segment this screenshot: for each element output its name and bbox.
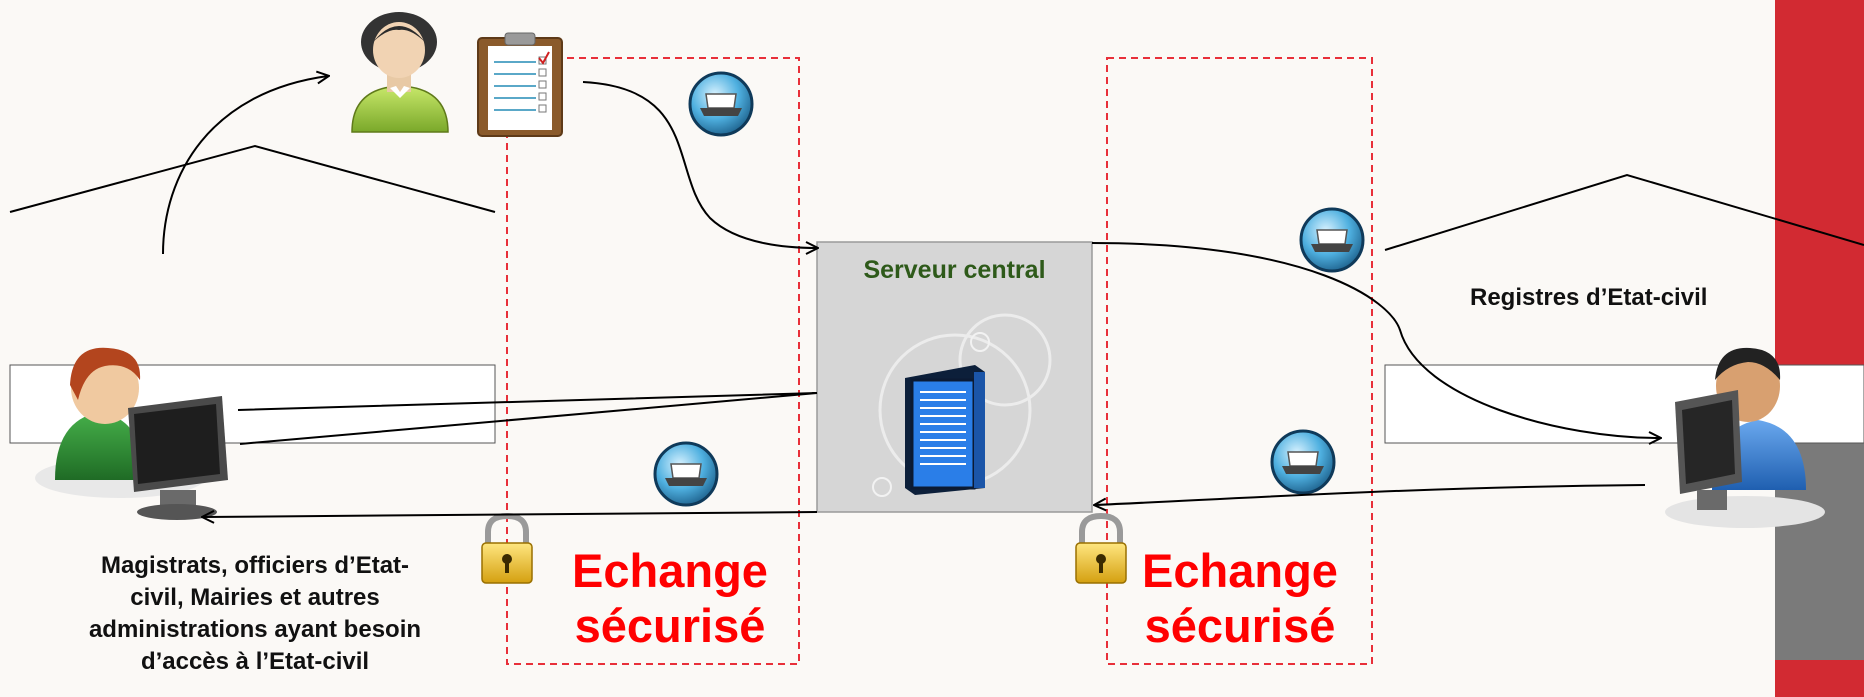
padlock-icon-right [1075, 512, 1127, 584]
secure-exchange-label-right: Echange sécurisé [1110, 543, 1370, 653]
user-at-computer-icon-right [1665, 347, 1825, 528]
arrow-clipboard-to-server [582, 81, 817, 248]
arrow-registry-to-server [1095, 484, 1646, 505]
laptop-badge-icon-2 [1299, 207, 1365, 273]
user-at-computer-icon-left [35, 347, 228, 520]
arrow-users-to-clipboard-person [162, 76, 328, 255]
users-caption: Magistrats, officiers d’Etat- civil, Mai… [20, 550, 490, 678]
server-rack-icon [905, 365, 985, 495]
arrow-server-to-registry [1091, 242, 1660, 438]
users-caption-line: administrations ayant besoin [88, 616, 422, 643]
laptop-badge-icon-1 [688, 71, 754, 137]
arrow-server-to-users [203, 512, 818, 517]
wall-right [1384, 364, 1864, 444]
secure-zone-right [1106, 57, 1373, 665]
secure-label-line2: sécurisé [1144, 599, 1336, 652]
secure-label-line1: Echange [1142, 544, 1338, 597]
connector-users-to-server [237, 392, 818, 445]
registry-label: Registres d’Etat-civil [1470, 284, 1708, 311]
secure-zone-left [506, 57, 800, 665]
secure-label-line1: Echange [572, 544, 768, 597]
person-with-clipboard-icon [351, 12, 449, 133]
users-caption-line: civil, Mairies et autres [130, 584, 380, 611]
users-caption-line: Magistrats, officiers d’Etat- [100, 552, 410, 579]
padlock-icon-left [481, 512, 533, 584]
roof-right [1384, 173, 1864, 251]
secure-label-line2: sécurisé [574, 599, 766, 652]
clipboard-icon [477, 32, 563, 137]
users-caption-line: d’accès à l’Etat-civil [140, 648, 370, 675]
laptop-badge-icon-3 [653, 441, 719, 507]
roof-left [9, 144, 496, 213]
secure-exchange-label-left: Echange sécurisé [540, 543, 800, 653]
side-band [1775, 0, 1864, 697]
server-title: Serveur central [863, 256, 1046, 284]
laptop-badge-icon-4 [1270, 429, 1336, 495]
